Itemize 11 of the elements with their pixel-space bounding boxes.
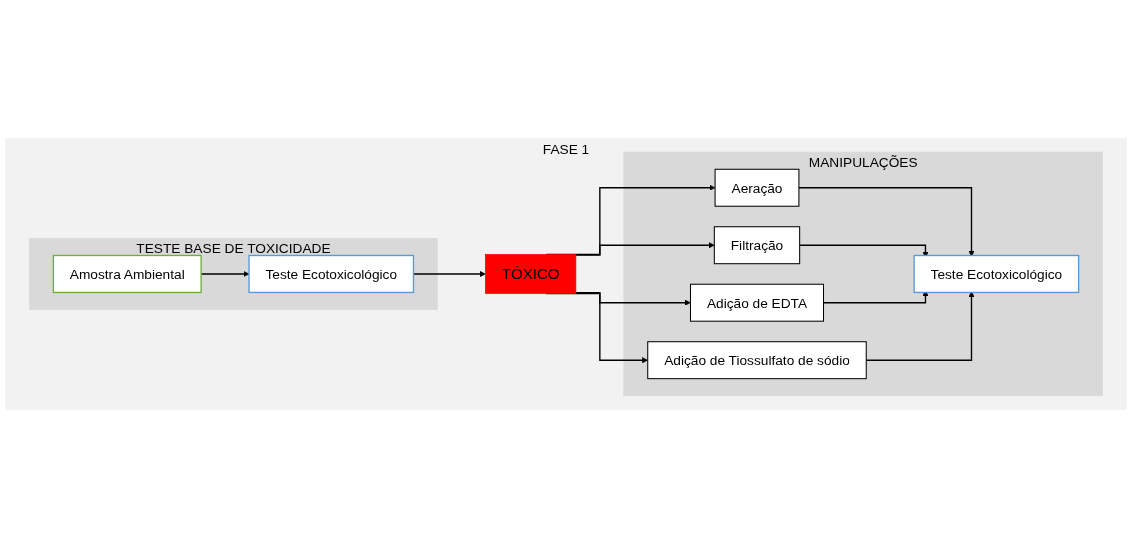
arrow: [575, 241, 715, 256]
arrow: [798, 186, 975, 257]
node-box: Aeração: [714, 168, 800, 207]
node-box: Amostra Ambiental: [52, 254, 202, 293]
node-box: Adição de Tiossulfato de sódio: [647, 340, 867, 379]
node-box: Adição de EDTA: [689, 283, 824, 322]
arrow: [575, 291, 691, 306]
node-box: Teste Ecotoxicológico: [913, 254, 1080, 293]
node-box: Filtração: [713, 225, 801, 264]
node-box: Teste Ecotoxicológico: [248, 254, 415, 293]
node-box: TÓXICO: [485, 253, 577, 294]
